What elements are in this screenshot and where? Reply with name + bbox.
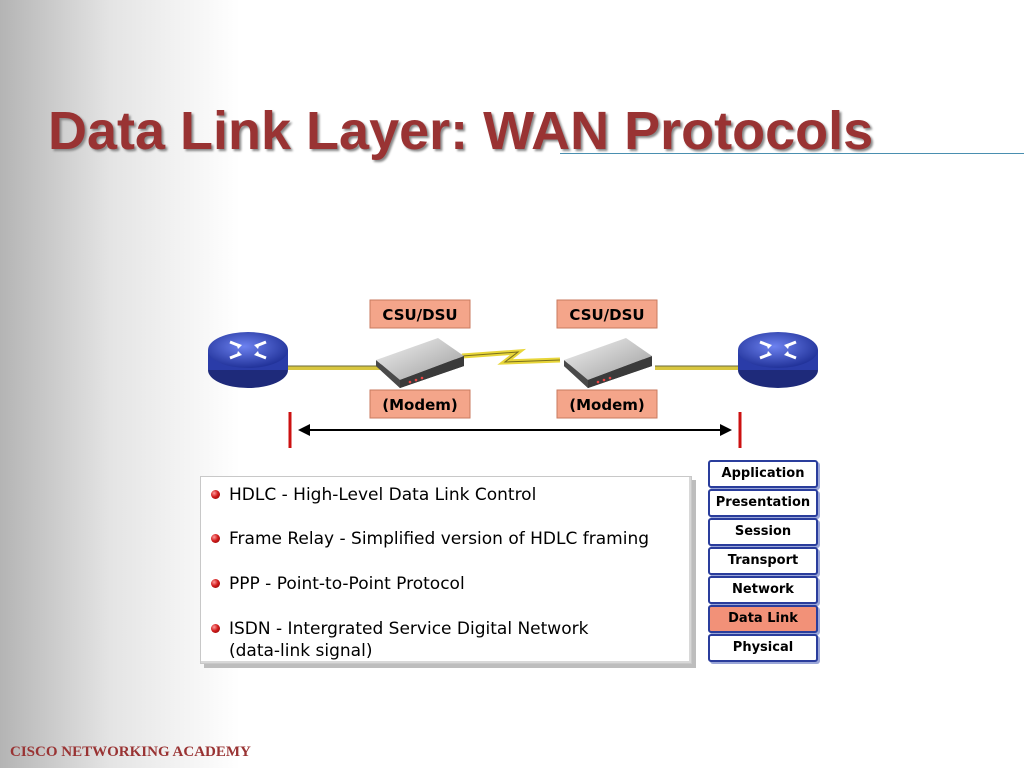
red-ball-bullet-icon — [211, 534, 220, 543]
osi-layer-network: Network — [708, 576, 818, 604]
osi-layer-stack: Application Presentation Session Transpo… — [708, 458, 820, 668]
protocol-text: Frame Relay - Simplified version of HDLC… — [229, 529, 650, 549]
csu-dsu-right-icon — [564, 338, 652, 388]
red-ball-bullet-icon — [211, 624, 220, 633]
osi-layer-data-link: Data Link — [708, 605, 818, 633]
protocol-list: HDLC - High-Level Data Link Control Fram… — [200, 476, 692, 664]
svg-text:CSU/DSU: CSU/DSU — [569, 306, 644, 324]
protocol-text: ISDN - Intergrated Service Digital Netwo… — [229, 619, 589, 639]
protocol-text: PPP - Point-to-Point Protocol — [229, 574, 465, 594]
osi-layer-session: Session — [708, 518, 818, 546]
router-left-icon — [208, 332, 288, 388]
osi-layer-physical: Physical — [708, 634, 818, 662]
footer-text: CISCO NETWORKING ACADEMY — [10, 744, 251, 760]
slide-title: Data Link Layer: WAN Protocols — [48, 101, 874, 161]
router-right-icon — [738, 332, 818, 388]
title-underline-rule — [560, 153, 1024, 154]
span-arrow — [298, 424, 732, 436]
csu-dsu-left-icon — [376, 338, 464, 388]
red-ball-bullet-icon — [211, 490, 220, 499]
wan-diagram: CSU/DSU CSU/DSU (Modem) (Modem) — [208, 299, 818, 448]
osi-layer-application: Application — [708, 460, 818, 488]
modem-left-label: (Modem) — [369, 389, 471, 419]
csu-dsu-left-label: CSU/DSU — [369, 299, 471, 329]
red-ball-bullet-icon — [211, 579, 220, 588]
csu-dsu-right-label: CSU/DSU — [556, 299, 658, 329]
osi-layer-presentation: Presentation — [708, 489, 818, 517]
osi-layer-transport: Transport — [708, 547, 818, 575]
svg-text:(Modem): (Modem) — [382, 396, 457, 414]
svg-text:CSU/DSU: CSU/DSU — [382, 306, 457, 324]
modem-right-label: (Modem) — [556, 389, 658, 419]
svg-text:(Modem): (Modem) — [569, 396, 644, 414]
protocol-text: HDLC - High-Level Data Link Control — [229, 485, 537, 505]
protocol-text-continuation: (data-link signal) — [229, 641, 373, 661]
